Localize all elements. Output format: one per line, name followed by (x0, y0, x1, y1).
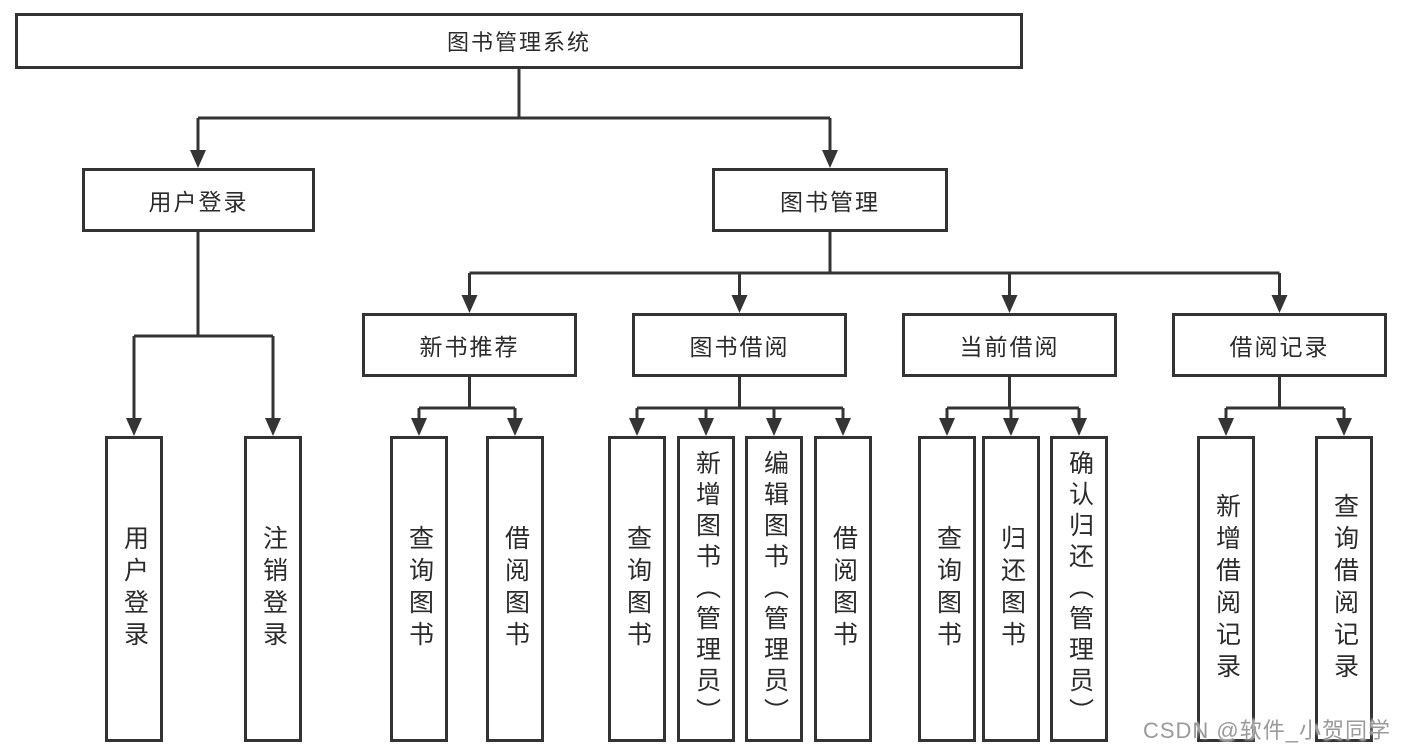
node-borrow-records: 借阅记录 (1172, 313, 1387, 377)
node-book-borrow: 图书借阅 (632, 313, 847, 377)
node-label: 新增图书（管理员） (692, 449, 721, 729)
leaf-query-books-3: 查询图书 (918, 436, 976, 742)
node-user-login: 用户登录 (82, 168, 315, 232)
leaf-add-borrow-record: 新增借阅记录 (1197, 436, 1255, 742)
node-label: 新增借阅记录 (1212, 493, 1241, 685)
leaf-confirm-return-admin: 确认归还（管理员） (1050, 436, 1108, 742)
leaf-return-books: 归还图书 (982, 436, 1040, 742)
node-label: 用户登录 (120, 525, 149, 653)
node-label: 查询图书 (933, 525, 962, 653)
node-label: 查询图书 (405, 525, 434, 653)
leaf-logout: 注销登录 (244, 436, 302, 742)
node-label: 注销登录 (259, 525, 288, 653)
leaf-query-borrow-record: 查询借阅记录 (1315, 436, 1373, 742)
node-label: 编辑图书（管理员） (760, 449, 789, 729)
node-label: 查询借阅记录 (1330, 493, 1359, 685)
csdn-watermark: CSDN @软件_小贺同学 (1142, 718, 1391, 743)
node-new-book-recommend: 新书推荐 (362, 313, 577, 377)
node-label: 借阅图书 (829, 525, 858, 653)
leaf-edit-book-admin: 编辑图书（管理员） (745, 436, 803, 742)
leaf-query-books-1: 查询图书 (390, 436, 448, 742)
leaf-borrow-books-1: 借阅图书 (486, 436, 544, 742)
node-label: 借阅图书 (501, 525, 530, 653)
node-book-management: 图书管理 (712, 168, 948, 232)
node-label: 查询图书 (623, 525, 652, 653)
leaf-add-book-admin: 新增图书（管理员） (677, 436, 735, 742)
leaf-query-books-2: 查询图书 (608, 436, 666, 742)
node-root-system: 图书管理系统 (15, 13, 1023, 69)
node-label: 归还图书 (997, 525, 1026, 653)
leaf-borrow-books-2: 借阅图书 (814, 436, 872, 742)
node-label: 确认归还（管理员） (1065, 449, 1094, 729)
leaf-user-login: 用户登录 (105, 436, 163, 742)
node-current-borrow: 当前借阅 (902, 313, 1117, 377)
